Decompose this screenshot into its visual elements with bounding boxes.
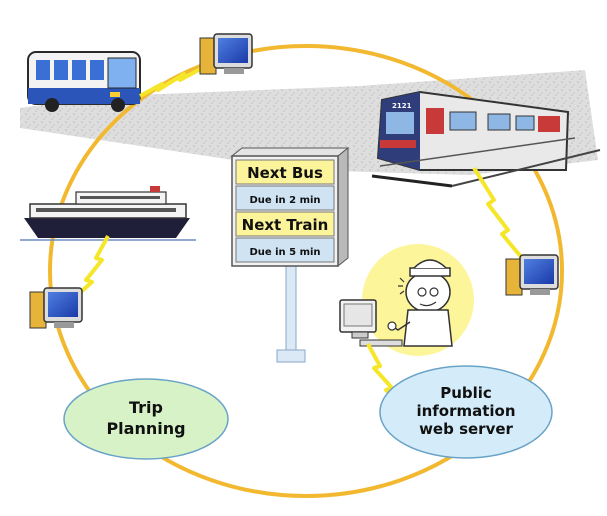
computer-icon	[29, 287, 83, 329]
computer-icon	[505, 254, 559, 296]
trip-planning-label-line2: Planning	[106, 419, 185, 438]
lightning-bolt-bus	[139, 64, 207, 98]
ferry-icon	[20, 186, 196, 241]
sign-bus-due: Due in 2 min	[249, 195, 320, 206]
computer-icon	[199, 33, 253, 75]
web-server-node: Public information web server	[379, 365, 553, 459]
sign-train-due: Due in 5 min	[249, 247, 320, 258]
lightning-bolt-train	[472, 166, 524, 260]
web-server-label-line3: web server	[419, 420, 513, 438]
bus-icon	[27, 51, 141, 112]
network-ring	[48, 44, 564, 498]
web-server-label-line1: Public	[440, 384, 492, 402]
trip-planning-label-line1: Trip	[129, 398, 163, 417]
trip-planning-node: Trip Planning	[63, 378, 229, 460]
web-server-label-line2: information	[416, 402, 515, 420]
arrival-sign: Next Bus Due in 2 min Next Train Due in …	[230, 146, 350, 363]
train-number: 2121	[392, 102, 412, 110]
sign-next-train: Next Train	[242, 216, 329, 234]
lightning-bolt-ferry	[72, 235, 110, 300]
person-at-computer-icon	[339, 244, 474, 356]
train-icon: 2121	[371, 90, 601, 188]
sign-next-bus: Next Bus	[247, 164, 323, 182]
